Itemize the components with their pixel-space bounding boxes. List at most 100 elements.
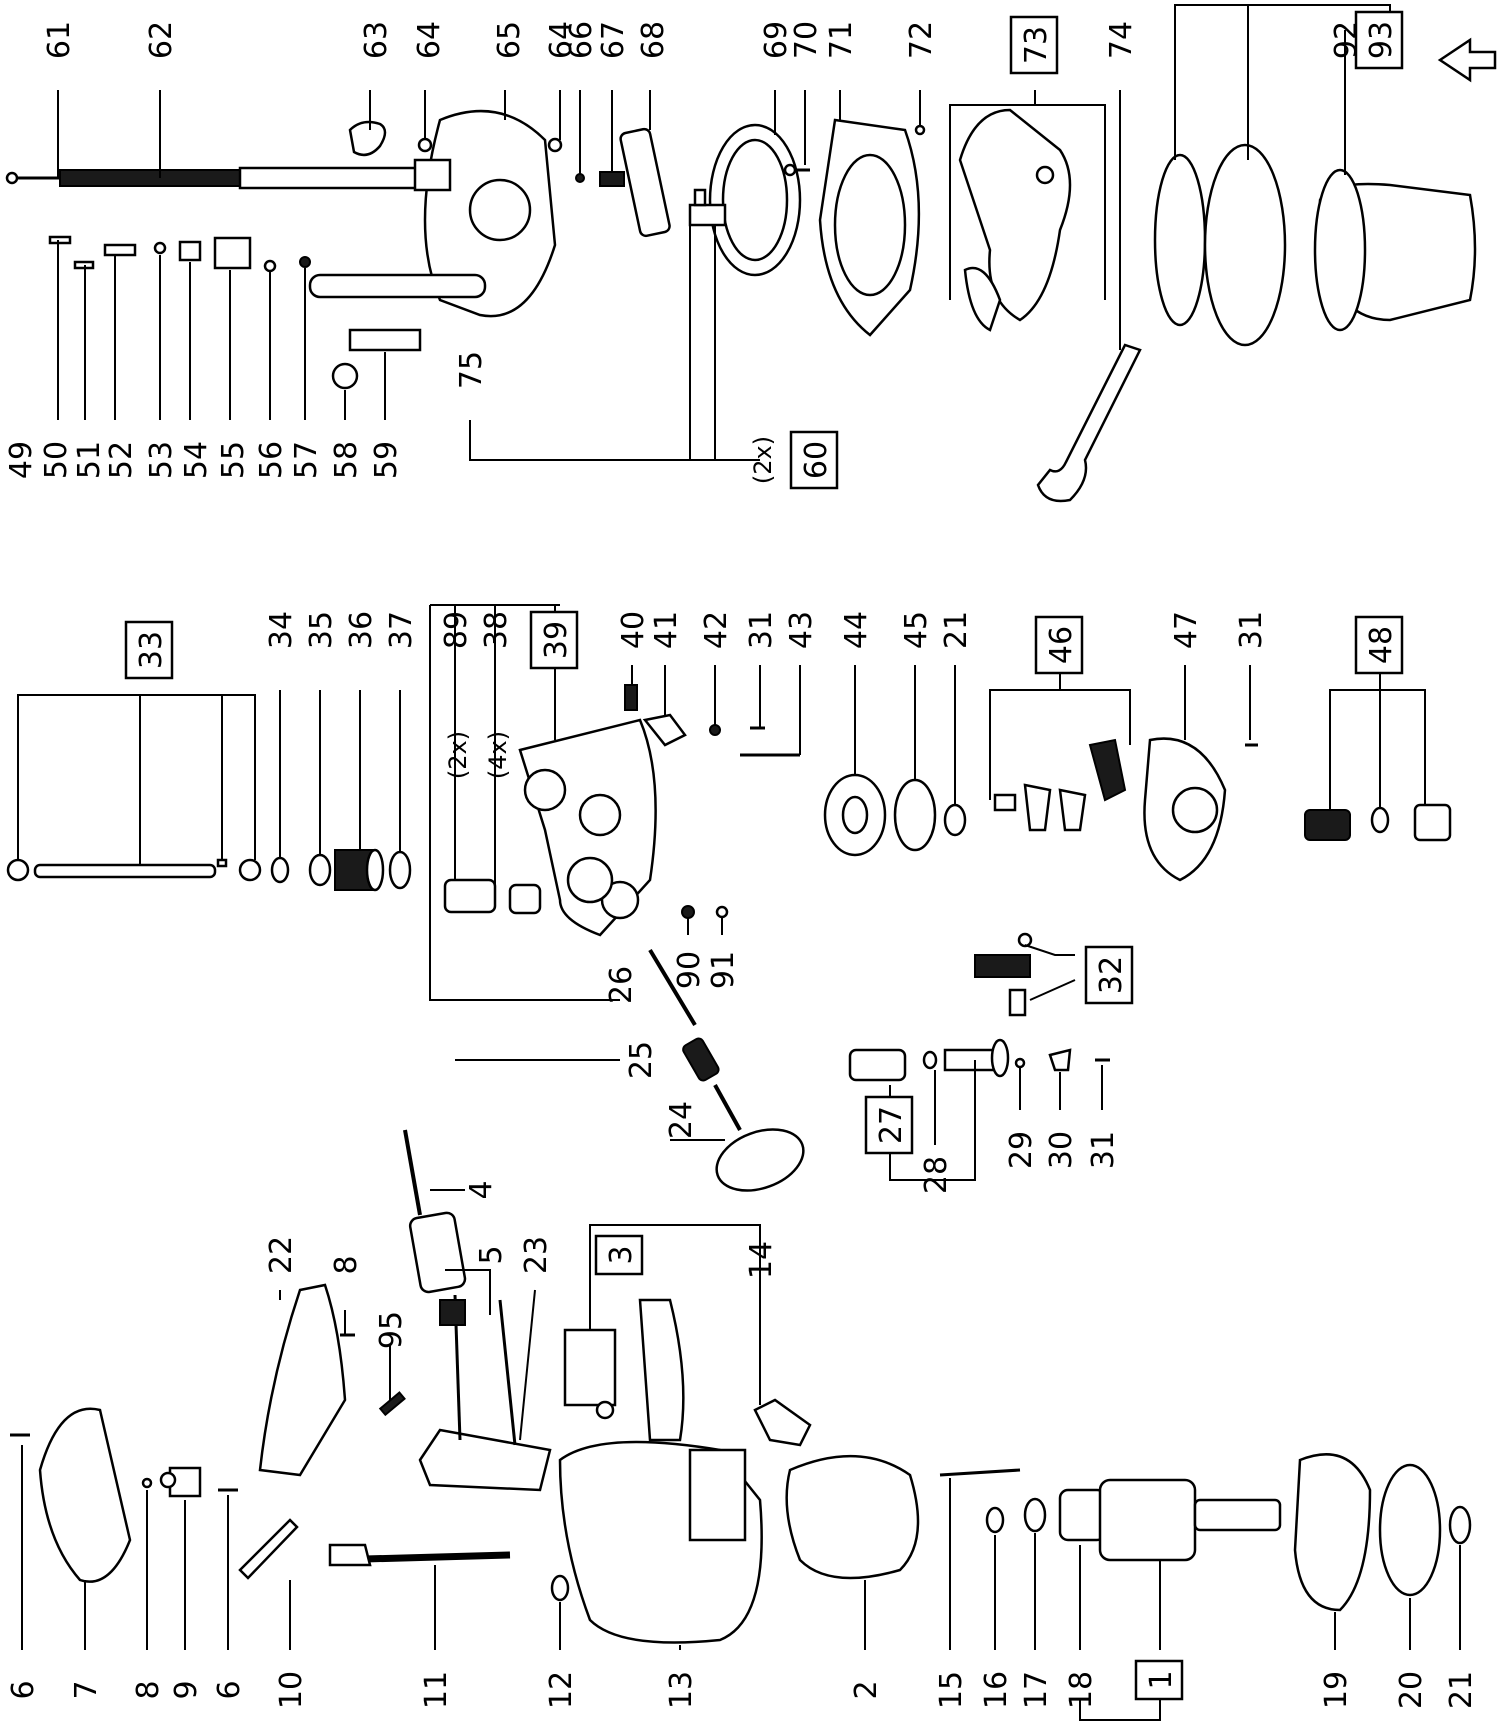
callout-number: 3 (604, 1245, 639, 1264)
callout-number: 63 (359, 21, 394, 59)
callout-68: 95 (374, 1311, 409, 1349)
part-71-sub-base (818, 118, 921, 337)
callout-number: 9 (169, 1680, 204, 1699)
part-90-ball (681, 905, 695, 919)
callout-number: 90 (672, 951, 707, 989)
callout-47: 45 (899, 611, 934, 649)
part-21-ring-a (943, 803, 967, 837)
part-73-dust-hood (958, 108, 1072, 332)
callout-4: 65 (492, 21, 527, 59)
callout-76: 6 (212, 1680, 247, 1699)
part-23-cover-plate (418, 1294, 552, 1492)
callout-64: 4 (464, 1180, 499, 1199)
callout-number: 71 (824, 21, 859, 59)
callout-box (789, 430, 839, 490)
callout-50: 47 (1169, 611, 1204, 649)
callout-number: 95 (374, 1311, 409, 1349)
callout-27: 59 (369, 441, 404, 479)
callout-number: 29 (1004, 1131, 1039, 1169)
callout-number: 34 (264, 611, 299, 649)
callout-number: 17 (1019, 1671, 1054, 1709)
callout-box (1354, 615, 1404, 675)
callout-number: 52 (104, 441, 139, 479)
callout-55: 26 (604, 966, 639, 1004)
callout-38: 39 (529, 610, 579, 670)
callout-box (1034, 615, 1084, 675)
callout-number: 24 (664, 1101, 699, 1139)
part-40-spring (624, 684, 638, 711)
callout-45: 43 (784, 611, 819, 649)
callout-49: 46 (1034, 615, 1084, 675)
callout-number: 59 (369, 441, 404, 479)
callout-73: 7 (69, 1680, 104, 1699)
part-46-lock-set (993, 738, 1127, 832)
callout-65: 5 (474, 1245, 509, 1264)
callout-number: 35 (304, 611, 339, 649)
callout-32: 34 (264, 611, 299, 649)
callout-number: 20 (1394, 1671, 1429, 1709)
part-64-washer (417, 137, 433, 153)
callout-66: 22 (264, 1236, 299, 1274)
part-66-ball (575, 173, 585, 183)
callout-53: 90 (672, 951, 707, 989)
part-47-gear-cover (1143, 737, 1227, 882)
callout-number: 74 (1104, 21, 1139, 59)
part-4-5-electronics (403, 1129, 467, 1326)
callout-box (1009, 15, 1059, 75)
callout-42: 41 (649, 611, 684, 649)
callout-number: 55 (216, 441, 251, 479)
callout-59: 27 (864, 1095, 914, 1155)
part-91-ball (715, 905, 729, 919)
callout-number: 26 (604, 966, 639, 1004)
part-48-spindle-set (1304, 803, 1452, 842)
part-72-screw (914, 124, 926, 136)
leader-lines (17, 4, 1461, 1721)
callout-16: 93 (1354, 10, 1404, 70)
callout-number: 11 (419, 1671, 454, 1709)
part-22-handle-shell (258, 1283, 347, 1477)
callout-number: 10 (274, 1671, 309, 1709)
part-32-depth-stop-set (974, 932, 1033, 1017)
callout-number: 75 (454, 351, 489, 389)
part-19-fan-cover (1293, 1453, 1372, 1612)
callout-61: 29 (1004, 1131, 1039, 1169)
callout-number: 21 (1444, 1671, 1479, 1709)
callout-number: 13 (664, 1671, 699, 1709)
callout-number: 64 (544, 21, 579, 59)
part-17-bearing (1023, 1497, 1047, 1533)
upper-assembly-group (5, 37, 1497, 503)
callout-box (1354, 10, 1404, 70)
callout-22: 54 (179, 441, 214, 479)
part-65-base-plate (308, 109, 557, 318)
callout-74: 8 (131, 1680, 166, 1699)
callout-72: 6 (6, 1680, 41, 1699)
callout-number: 19 (1319, 1671, 1354, 1709)
callout-number: 51 (72, 441, 107, 479)
part-12-oring (550, 1574, 570, 1602)
part-62-threaded-rod (59, 166, 432, 190)
callout-87: 19 (1319, 1671, 1354, 1709)
callout-number: 42 (699, 611, 734, 649)
callout-number: 5 (474, 1245, 509, 1264)
callout-63: 31 (1086, 1131, 1121, 1169)
callout-58: 32 (1084, 945, 1134, 1005)
callout-8: 68 (636, 21, 671, 59)
callout-44: 31 (744, 611, 779, 649)
part-2-stator (785, 1455, 920, 1580)
callout-33: 35 (304, 611, 339, 649)
callout-number: 40 (616, 611, 651, 649)
part-42-nut (709, 724, 721, 736)
callout-86: 1 (1134, 1659, 1184, 1701)
callout-number: 66 (564, 21, 599, 59)
callout-number: (2x) (444, 731, 472, 779)
callout-30: 60 (789, 430, 839, 490)
callout-number: 60 (799, 441, 834, 479)
part-39-motor-housing-upper (518, 718, 657, 937)
part-21-ring-b (1448, 1505, 1472, 1545)
callout-75: 9 (169, 1680, 204, 1699)
callout-number: 18 (1064, 1671, 1099, 1709)
callout-37: 38 (479, 611, 514, 649)
part-7-motor-cap (38, 1407, 132, 1583)
